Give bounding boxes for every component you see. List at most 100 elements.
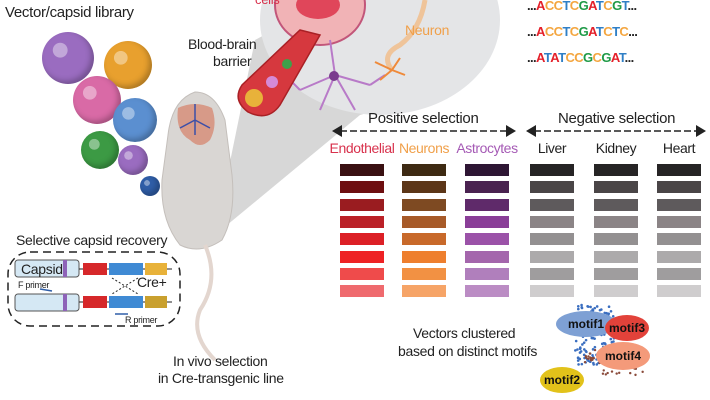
capsid-particle — [42, 32, 94, 84]
cluster-point — [580, 305, 584, 309]
f-primer-label: F primer — [18, 280, 50, 290]
column-header-endothelial: Endothelial — [329, 140, 395, 156]
invivo-label-line1: In vivo selection — [173, 353, 268, 369]
color-swatch — [530, 215, 574, 228]
recovery-title: Selective capsid recovery — [16, 232, 168, 248]
cluster-point — [576, 304, 580, 308]
cluster-point — [591, 348, 595, 351]
cluster-point — [586, 357, 590, 360]
cre-label: Cre+ — [137, 274, 167, 290]
cluster-point — [583, 360, 587, 364]
cluster-point — [602, 369, 605, 372]
astrocyte-nucleus — [329, 71, 339, 81]
cluster-point — [589, 359, 593, 362]
cluster-point — [605, 311, 608, 315]
cluster-point — [593, 348, 597, 352]
motif-ellipse-motif2 — [540, 367, 584, 393]
color-swatch — [340, 233, 384, 246]
cluster-point — [574, 349, 577, 352]
motif-ellipse-motif1 — [556, 311, 616, 337]
color-swatch — [465, 181, 509, 194]
invivo-label-line2: in Cre-transgenic line — [158, 370, 284, 386]
cluster-point — [580, 362, 584, 366]
capsid-particle — [104, 41, 152, 89]
astrocyte — [289, 39, 386, 111]
capsid-marker — [63, 294, 67, 311]
cluster-point — [607, 305, 611, 309]
cluster-point — [593, 345, 597, 349]
cluster-point — [602, 342, 605, 345]
color-swatch — [402, 181, 446, 194]
dna-sequence: ...ATATCCGCGAT... — [527, 50, 634, 65]
color-swatch — [594, 198, 638, 211]
cluster-point — [589, 305, 592, 309]
motif-ellipse-motif4 — [596, 342, 650, 370]
cluster-point — [618, 371, 621, 375]
mouse-tail — [195, 244, 217, 362]
cluster-point — [604, 373, 608, 376]
color-swatch — [340, 285, 384, 298]
cluster-point — [581, 343, 584, 346]
color-swatch — [465, 250, 509, 263]
capsid-in-vessel — [245, 89, 263, 107]
color-swatch — [465, 233, 509, 246]
color-swatch — [402, 233, 446, 246]
clusters-label-line2: based on distinct motifs — [398, 343, 538, 359]
color-swatch — [340, 198, 384, 211]
column-header-heart: Heart — [662, 140, 696, 156]
motif-label-motif4: motif4 — [605, 349, 641, 363]
bbb-label-line1: Blood-brain — [188, 36, 257, 52]
cluster-point — [586, 305, 590, 308]
color-swatch — [465, 285, 509, 298]
cluster-point — [606, 371, 609, 375]
cluster-point — [584, 354, 588, 358]
cluster-point — [593, 306, 597, 310]
color-swatch — [465, 198, 509, 211]
f-primer-arrow — [39, 288, 53, 292]
cluster-point — [588, 352, 592, 355]
cluster-point — [591, 354, 594, 357]
color-swatch — [340, 215, 384, 228]
color-swatch — [402, 250, 446, 263]
capsid-particle — [113, 98, 157, 142]
dna-sequence: ...ACCTCGATCTC... — [527, 24, 638, 39]
cre-recombination-cross — [111, 277, 139, 295]
color-swatch — [657, 164, 701, 176]
color-swatch — [594, 181, 638, 194]
recovery-box — [7, 251, 181, 327]
neuron-axon — [385, 0, 428, 72]
cluster-point — [574, 339, 578, 343]
r-primer-label: R primer — [125, 315, 158, 325]
cluster-point — [582, 341, 586, 344]
cluster-point — [590, 357, 593, 360]
color-swatch — [402, 285, 446, 298]
column-header-kidney: Kidney — [595, 140, 637, 156]
cluster-point — [576, 359, 580, 362]
column-header-neurons: Neurons — [398, 140, 450, 156]
cluster-point — [592, 357, 596, 360]
cluster-point — [578, 351, 582, 354]
color-swatch — [657, 181, 701, 194]
cluster-point — [612, 340, 615, 343]
mouse-brain — [177, 104, 215, 145]
cluster-point — [591, 336, 595, 340]
cluster-point — [598, 308, 602, 312]
motif-label-motif1: motif1 — [568, 317, 604, 331]
capsid-marker — [63, 260, 67, 277]
color-swatch — [402, 215, 446, 228]
mouse-body — [161, 91, 234, 250]
color-swatch — [402, 198, 446, 211]
color-swatch — [340, 164, 384, 176]
color-swatch — [530, 250, 574, 263]
color-swatch — [530, 233, 574, 246]
cluster-point — [607, 312, 611, 316]
cluster-point — [611, 315, 615, 318]
cluster-point — [595, 363, 599, 366]
capsid-particle — [118, 145, 148, 175]
capsid-particle — [140, 176, 160, 196]
color-swatch — [465, 164, 509, 176]
cluster-point — [609, 309, 613, 313]
color-swatch — [594, 164, 638, 176]
